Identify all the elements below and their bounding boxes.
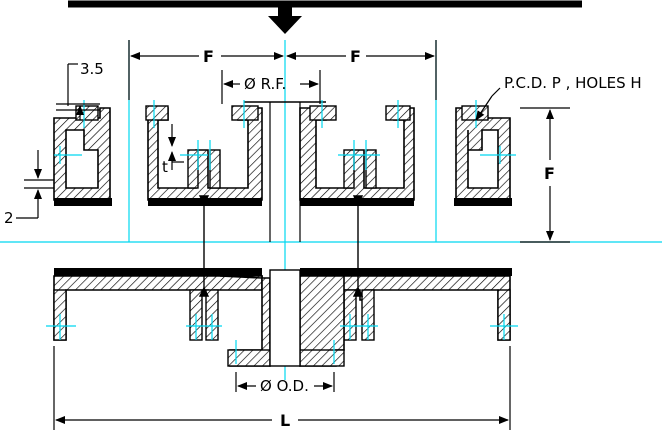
pcd-note: P.C.D. P , HOLES H [504,74,642,92]
dim-f-right: F [350,47,361,66]
lower-left-body [53,275,263,341]
tie-rods [198,195,364,297]
upper-left-cup [53,107,111,201]
dim-od: Ø O.D. [260,377,309,395]
upper-left-double-cup [147,107,263,201]
upper-flange-section [53,101,512,242]
dim-f-vertical: F [544,164,555,183]
dim-t: t [162,158,168,176]
lower-flange-section [53,268,512,367]
dim-2: 2 [4,209,14,227]
dim-length: L [280,411,290,430]
dim-rf: Ø R.F. [244,75,286,93]
bolt-marks-lower [46,314,518,364]
dim-3-5: 3.5 [80,60,104,78]
down-arrow-icon [268,6,302,34]
dim-f-left: F [203,47,214,66]
upper-right-cup [455,107,511,201]
dimensions [16,40,570,430]
upper-right-double-cup [299,107,415,201]
